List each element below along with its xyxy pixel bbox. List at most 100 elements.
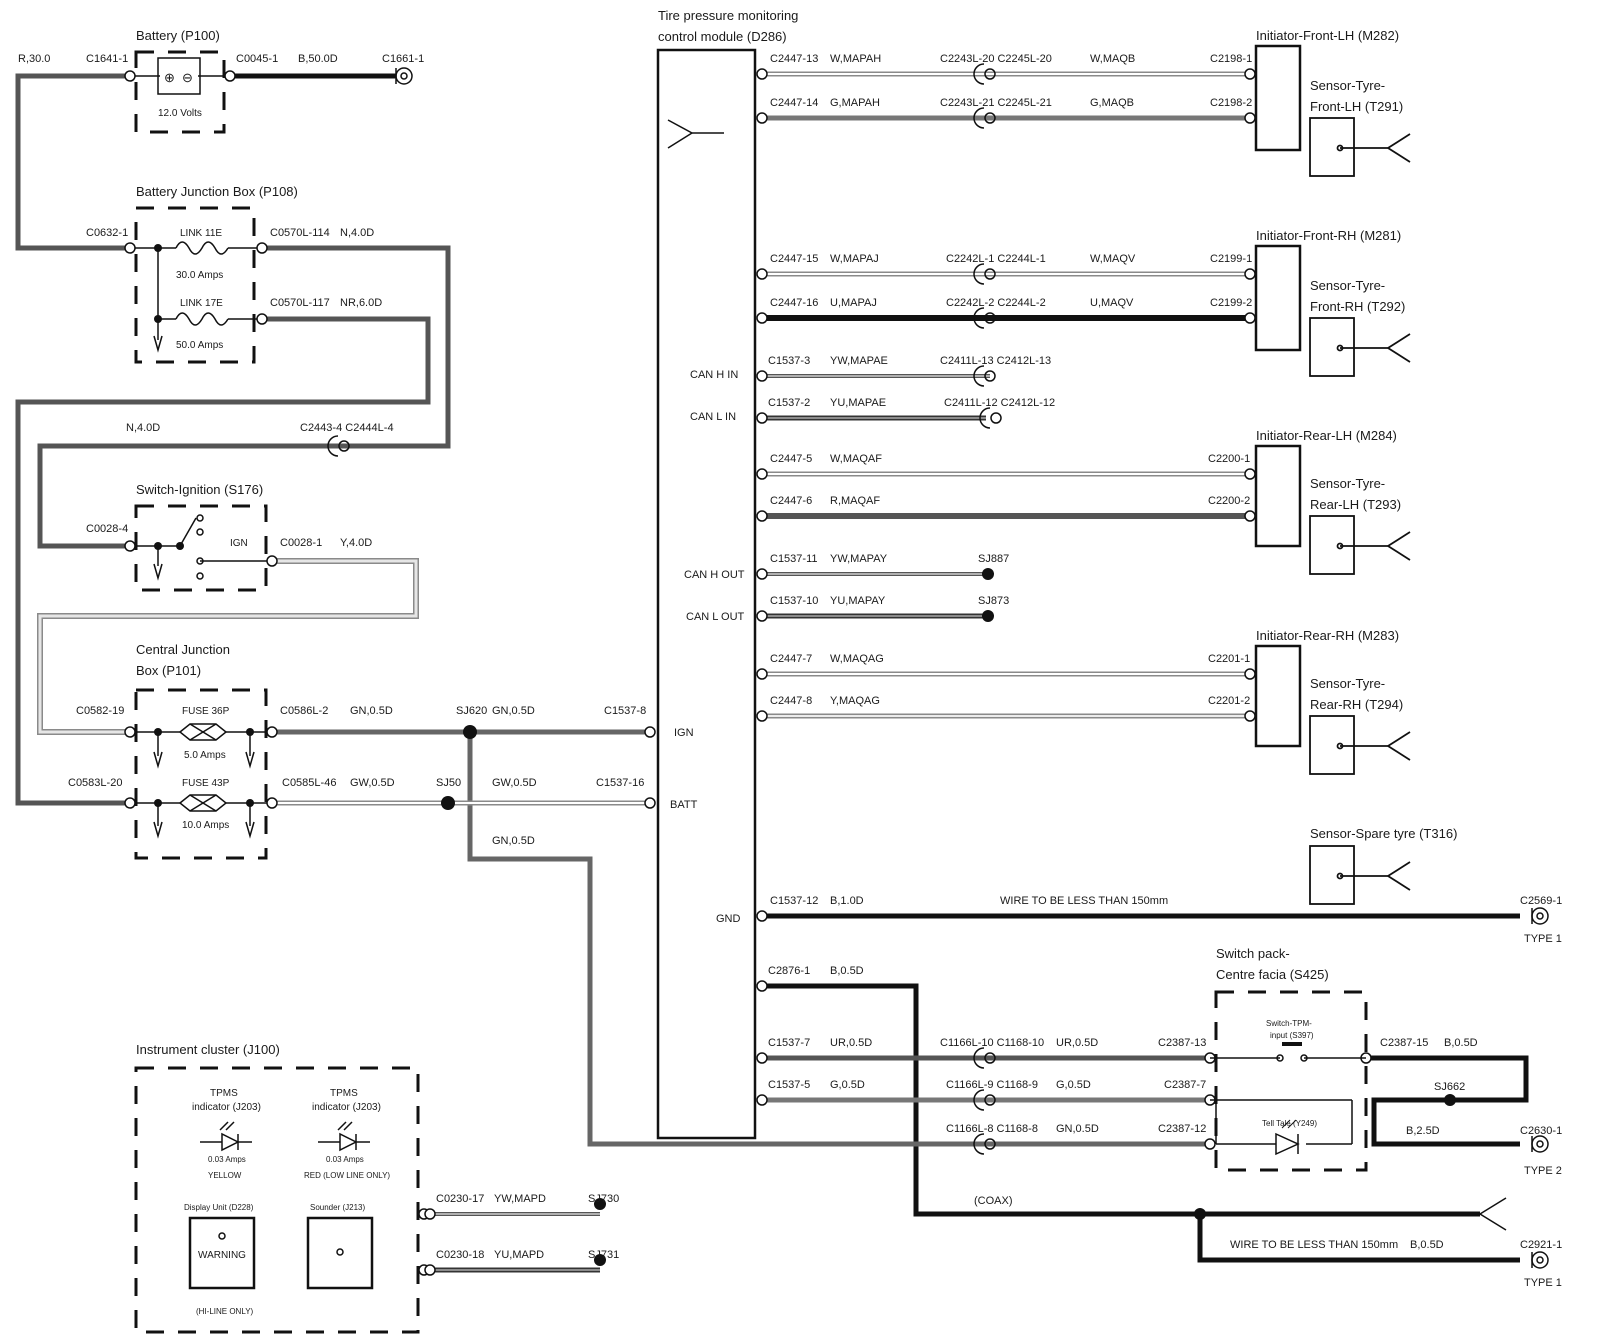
sens-rrh-label-2: Rear-RH (T294) — [1310, 697, 1403, 712]
can2-conn: C0230-18 — [436, 1249, 484, 1261]
bjb-link2-conn: C0570L-117 — [270, 297, 330, 309]
svg-text:G,MAQB: G,MAQB — [1090, 97, 1134, 109]
gnd-wire: B,1.0D — [830, 895, 864, 907]
switchpack-internal — [1210, 1042, 1366, 1156]
coax-eye-conn: C2921-1 — [1520, 1239, 1562, 1251]
svg-text:C2447-14: C2447-14 — [770, 97, 818, 109]
sens-flh-label-2: Front-LH (T291) — [1310, 99, 1403, 114]
sensor-icons — [1309, 117, 1411, 905]
switchpack-title-line1: Switch pack- — [1216, 946, 1290, 961]
init-flh-label: Initiator-Front-LH (M282) — [1256, 28, 1399, 43]
pin-ign: IGN — [674, 727, 694, 739]
bjb-n-wire: N,4.0D — [126, 422, 160, 434]
svg-text:G,MAPAH: G,MAPAH — [830, 97, 880, 109]
cjb-in1-conn: C0582-19 — [76, 705, 124, 717]
svg-text:C1537-3: C1537-3 — [768, 355, 810, 367]
sp-c-w2: GN,0.5D — [1056, 1123, 1099, 1135]
can2-splice: SJ731 — [588, 1249, 619, 1261]
svg-text:C2200-1: C2200-1 — [1208, 453, 1250, 465]
coax-type: TYPE 1 — [1524, 1277, 1562, 1289]
tpms1-amps: 0.03 Amps — [208, 1155, 246, 1164]
svg-text:C2200-2: C2200-2 — [1208, 495, 1250, 507]
svg-text:C2411L-13 C2412L-13: C2411L-13 C2412L-13 — [940, 355, 1051, 367]
sens-frh-label-2: Front-RH (T292) — [1310, 299, 1405, 314]
cjb-out1-conn: C0586L-2 — [280, 705, 328, 717]
cjb-down-wire: GN,0.5D — [492, 835, 535, 847]
sp-b-w2: G,0.5D — [1056, 1079, 1091, 1091]
pin-can-l-in: CAN L IN — [690, 411, 736, 423]
cjb-out2-wire: GW,0.5D — [350, 777, 395, 789]
svg-text:C2447-7: C2447-7 — [770, 653, 812, 665]
svg-text:C2198-2: C2198-2 — [1210, 97, 1252, 109]
cluster-title: Instrument cluster (J100) — [136, 1042, 280, 1057]
svg-text:C1537-10: C1537-10 — [770, 595, 818, 607]
sp-type: TYPE 2 — [1524, 1165, 1562, 1177]
antenna-symbol — [667, 119, 724, 149]
ignition-switch-icon — [130, 514, 270, 581]
svg-text:W,MAQB: W,MAQB — [1090, 53, 1135, 65]
init-rrh-label: Initiator-Rear-RH (M283) — [1256, 628, 1399, 643]
sp-a-dc: C2387-13 — [1158, 1037, 1206, 1049]
can2-wire: YU,MAPD — [494, 1249, 544, 1261]
ignition-ign: IGN — [230, 538, 248, 549]
initiator-front-lh-box — [1254, 44, 1302, 152]
ground-eyelet-icon — [1531, 907, 1549, 925]
switch-tpm-label-2: input (S397) — [1270, 1031, 1314, 1040]
pin-can-h-in: CAN H IN — [690, 369, 738, 381]
sp-gwire: B,2.5D — [1406, 1125, 1440, 1137]
cjb-splice2: SJ50 — [436, 777, 461, 789]
can1-wire: YW,MAPD — [494, 1193, 546, 1205]
battery-plus-icon: ⊕ — [164, 70, 175, 85]
bjb-inline-conn: C2443-4 C2444L-4 — [300, 422, 394, 434]
display-label: Display Unit (D228) — [184, 1203, 254, 1212]
bjb-link1-wire: N,4.0D — [340, 227, 374, 239]
init-rlh-label: Initiator-Rear-LH (M284) — [1256, 428, 1397, 443]
gnd-type: TYPE 1 — [1524, 933, 1562, 945]
svg-text:C2201-1: C2201-1 — [1208, 653, 1250, 665]
sp-b-ic: C1166L-9 C1168-9 — [946, 1079, 1038, 1091]
inline-connector-icon — [327, 435, 350, 457]
ignition-in-conn: C0028-4 — [86, 523, 128, 535]
left-power-wires — [15, 73, 910, 1147]
bjb-link2: LINK 17E — [180, 298, 223, 309]
cluster-can-wires — [430, 1212, 600, 1273]
cjb-fuse2-amps: 10.0 Amps — [182, 820, 229, 831]
bjb-dashed-box — [134, 206, 256, 364]
cjb-out2-conn: C0585L-46 — [282, 777, 336, 789]
svg-text:C1537-11: C1537-11 — [770, 553, 818, 565]
initiator-rear-lh-box — [1254, 444, 1302, 548]
svg-text:U,MAPAJ: U,MAPAJ — [830, 297, 877, 309]
display-warning: WARNING — [198, 1250, 246, 1261]
cjb-splice1-wire: GN,0.5D — [492, 705, 535, 717]
pin-can-l-out: CAN L OUT — [686, 611, 745, 623]
svg-text:YU,MAPAE: YU,MAPAE — [830, 397, 886, 409]
sp-b-dc: C2387-7 — [1164, 1079, 1206, 1091]
gnd-conn: C1537-12 — [770, 895, 818, 907]
svg-text:C2243L-20 C2245L-20: C2243L-20 C2245L-20 — [940, 53, 1052, 65]
switchpack-dashed-box — [1214, 990, 1368, 1172]
display-unit-box — [188, 1216, 256, 1290]
cluster-dashed-box — [134, 1066, 420, 1334]
svg-text:C2198-1: C2198-1 — [1210, 53, 1252, 65]
tpms-led-icons — [200, 1121, 370, 1152]
bjb-in-conn: C0632-1 — [86, 227, 128, 239]
pin-batt: BATT — [670, 799, 698, 811]
svg-text:W,MAQV: W,MAQV — [1090, 253, 1136, 265]
coax-wire: B,0.5D — [830, 965, 864, 977]
battery-ground-eyelet-icon — [395, 67, 413, 85]
svg-text:C2447-8: C2447-8 — [770, 695, 812, 707]
gnd-note: WIRE TO BE LESS THAN 150mm — [1000, 895, 1168, 907]
cjb-in2-conn: C0583L-20 — [68, 777, 122, 789]
svg-text:YW,MAPAE: YW,MAPAE — [830, 355, 888, 367]
ignition-title: Switch-Ignition (S176) — [136, 482, 263, 497]
battery-right-wire: B,50.0D — [298, 53, 338, 65]
coax-antenna-icon — [1479, 1197, 1507, 1231]
svg-text:R,MAQAF: R,MAQAF — [830, 495, 880, 507]
bjb-internal — [130, 241, 262, 353]
pin-can-h-out: CAN H OUT — [684, 569, 745, 581]
inline-connectors — [973, 63, 1002, 1155]
sp-c-ic: C1166L-8 C1168-8 — [946, 1123, 1038, 1135]
